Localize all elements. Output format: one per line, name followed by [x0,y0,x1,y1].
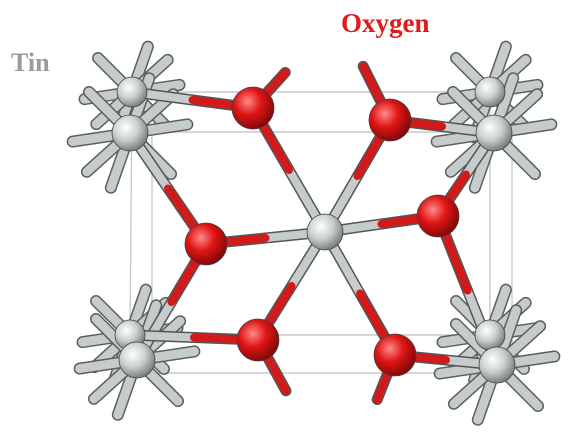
tin-atom-sn-front-top-left [111,114,149,152]
tin-atom-sn-back-top-right [474,76,506,108]
oxygen-atom-o-middle-left [184,222,228,266]
oxygen-atom-o-top-right [368,98,412,142]
tin-atom-sn-front-bottom-right [478,346,516,384]
oxygen-label: Oxygen [341,8,430,38]
tin-label: Tin [11,48,50,77]
oxygen-atom-o-bottom-right [373,333,417,377]
atoms [111,76,516,384]
tin-atom-sn-front-top-right [475,114,513,152]
tin-atom-sn-back-bottom-right [474,319,506,351]
oxygen-atom-o-middle-right [416,194,460,238]
tin-atom-sn-front-bottom-left [118,341,156,379]
oxygen-atom-o-top-left [231,86,275,130]
tin-atom-sn-center [306,213,344,251]
tin-atom-sn-back-top-left [116,76,148,108]
oxygen-atom-o-bottom-left [236,318,280,362]
